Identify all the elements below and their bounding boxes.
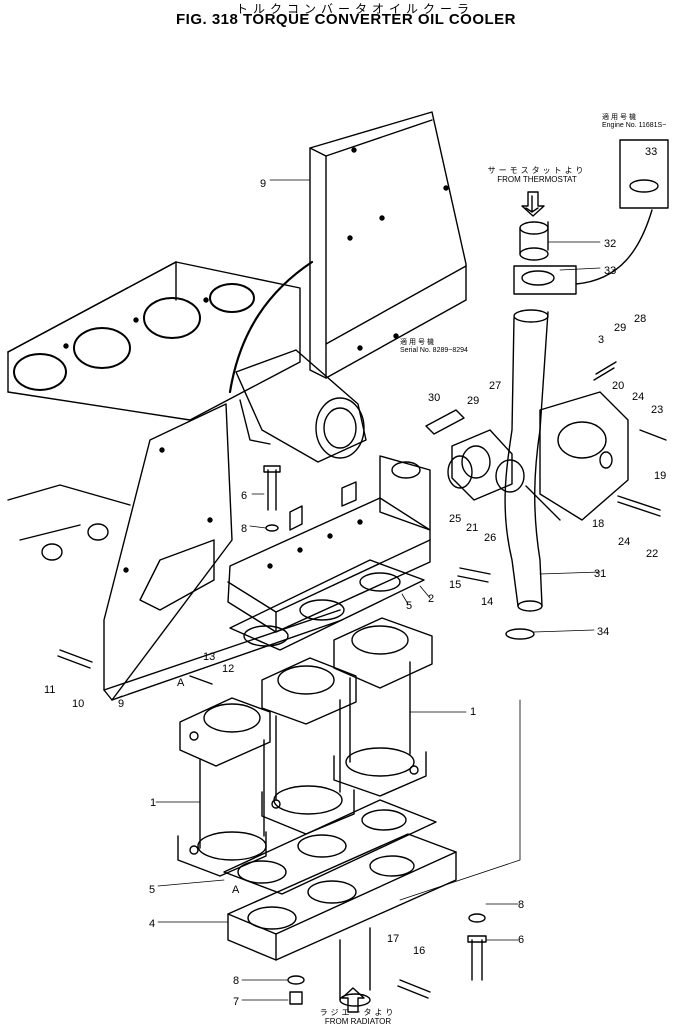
from-thermostat-text: FROM THERMOSTAT [497, 175, 577, 184]
cooler-core-center [261, 657, 357, 835]
gasket-5-lower [223, 799, 437, 895]
part-number-label: 14 [481, 596, 494, 608]
part-number-label: 11 [44, 684, 56, 696]
serial-number-note-jp: 適用号機 [400, 339, 436, 346]
part-number-label: 32 [604, 238, 617, 250]
part-number-label: 10 [72, 698, 85, 710]
from-radiator-jp: ラジエータより [319, 1008, 397, 1017]
title-japanese: トルクコンバータオイルクーラ [236, 2, 475, 16]
engine-block [7, 261, 301, 561]
part-number-label: 9 [260, 178, 267, 190]
part-number-label: 29 [614, 322, 627, 334]
part-number-label: 31 [594, 568, 607, 580]
bracket-9-lower [103, 403, 343, 701]
part-number-label: 2 [428, 593, 435, 605]
sensor-30 [425, 409, 465, 435]
part-number-label: 5 [406, 600, 413, 612]
part-number-label: 5 [149, 884, 156, 896]
part-number-label: 33 [645, 146, 658, 158]
engine-number-note: 適用号機 Engine No. 11681S~ [602, 114, 666, 130]
part-number-label: 18 [592, 518, 605, 530]
bolts [57, 429, 667, 1005]
part-number-label: 34 [597, 626, 610, 638]
part-number-label: 23 [651, 404, 664, 416]
part-number-label: 20 [612, 380, 625, 392]
leader-clamp-variant [575, 209, 653, 285]
part-number-label: 7 [233, 996, 240, 1008]
engine-number-note-text: Engine No. 11681S~ [602, 122, 667, 129]
cooler-core-right [333, 617, 433, 797]
from-radiator-label: ラジエータより FROM RADIATOR [306, 1008, 410, 1026]
clamp-33-box [513, 265, 577, 295]
page-title: FIG. 318 TORQUE CONVERTER OIL COOLER [176, 11, 516, 28]
part-number-label: 22 [646, 548, 659, 560]
from-thermostat-label: サーモスタットより FROM THERMOSTAT [478, 166, 596, 184]
thermostat-housing-20 [525, 391, 629, 521]
part-number-label: 26 [484, 532, 497, 544]
bracket-9-upper [309, 111, 467, 379]
part-number-label: 29 [467, 395, 480, 407]
part-number-label: A [232, 884, 240, 896]
gasket-5-upper [229, 559, 425, 651]
part-number-label: 19 [654, 470, 667, 482]
part-number-label: 24 [618, 536, 631, 548]
part-number-label: 24 [632, 391, 645, 403]
from-radiator-text: FROM RADIATOR [324, 1017, 392, 1026]
clamp-33-variant-box [619, 139, 669, 209]
flange-21 [447, 429, 525, 501]
arrow-from-thermostat [521, 191, 545, 217]
part-number-label: 1 [470, 706, 477, 718]
serial-number-note: 適用号機 Serial No. 8289~8294 [400, 339, 468, 355]
arrow-from-radiator [341, 987, 365, 1013]
part-number-label: 6 [241, 490, 248, 502]
part-number-label: 30 [428, 392, 441, 404]
part-number-label: 12 [222, 663, 235, 675]
part-number-label: 27 [489, 380, 502, 392]
part-number-label: 17 [387, 933, 400, 945]
serial-number-note-text: Serial No. 8289~8294 [400, 347, 468, 354]
part-number-label: 15 [449, 579, 462, 591]
part-number-label: 21 [466, 522, 479, 534]
part-number-label: A [177, 677, 185, 689]
part-number-label: 4 [149, 918, 156, 930]
part-number-label: 33 [604, 265, 617, 277]
top-cover-2 [227, 455, 431, 633]
part-number-label: 1 [150, 797, 157, 809]
part-number-label: 28 [634, 313, 647, 325]
part-number-label: 9 [118, 698, 125, 710]
base-plate-4 [227, 833, 457, 1007]
clamp-33 [521, 270, 555, 286]
leader-lines [111, 179, 601, 1001]
clamp-33-variant [629, 179, 659, 193]
hose-32 [519, 195, 549, 261]
fitting-3 [593, 361, 617, 381]
outlet-elbow [235, 349, 367, 463]
part-number-label: 16 [413, 945, 426, 957]
engine-number-note-jp: 適用号機 [602, 114, 638, 121]
part-number-label: 8 [241, 523, 248, 535]
cooler-core-left [177, 697, 271, 877]
part-number-label: 3 [598, 334, 605, 346]
part-number-label: 8 [233, 975, 240, 987]
part-number-label: 8 [518, 899, 525, 911]
part-number-label: 25 [449, 513, 462, 525]
hose-line [228, 260, 314, 394]
part-number-label: 13 [203, 651, 216, 663]
from-thermostat-jp: サーモスタットより [487, 166, 587, 175]
part-number-label: 6 [518, 934, 525, 946]
